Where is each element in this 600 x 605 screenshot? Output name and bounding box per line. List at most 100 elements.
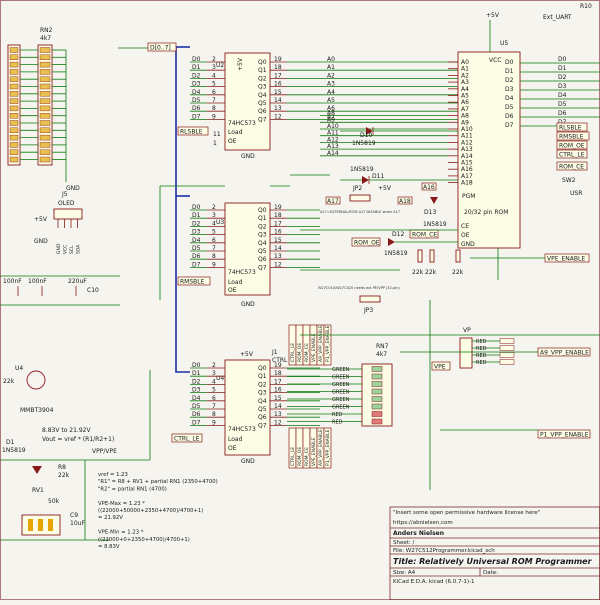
latch-input-label: D5 — [192, 245, 201, 252]
rn2-led — [9, 91, 19, 97]
u3-ctrl-label — [177, 276, 211, 286]
oled-ref: J5 — [61, 191, 68, 198]
u2-ref: U2 — [216, 62, 224, 69]
latch-input-label: D4 — [192, 237, 201, 244]
latch-input-label: D0 — [192, 362, 201, 369]
usr-label: USR — [570, 190, 582, 197]
u4-ctrl-net: CTRL_LE — [174, 436, 200, 443]
latch-pin-num: 9 — [212, 419, 216, 426]
latch-pin-num: 15 — [274, 237, 282, 244]
latch-pin-num: 15 — [274, 395, 282, 402]
rn2-res — [39, 156, 51, 163]
ctrl-vertical-label-bottom: P1_VPP_ENABLE — [325, 430, 331, 466]
rom-ctrl-label: CE — [461, 223, 469, 230]
rom-addr-label: A11 — [461, 133, 473, 140]
latch-pin-num: 8 — [212, 411, 216, 418]
latch-pin-num: 16 — [274, 229, 282, 236]
rn2-res — [39, 47, 51, 53]
led-color-label: GREEN — [332, 390, 350, 396]
rn2-led — [9, 54, 19, 60]
latch-pin-num: 17 — [274, 220, 282, 227]
vp-led-label: RED — [476, 353, 487, 359]
latch-pin-num: 3 — [212, 212, 216, 219]
latch-q-label: Q0 — [258, 365, 267, 372]
reg-rv1-val: 50k — [48, 498, 60, 505]
cap-c2: 100nF — [28, 278, 47, 285]
vp-led-label: RED — [476, 360, 487, 366]
net-a9-vpp-enable: A9_VPP_ENABLE — [540, 350, 589, 357]
latch-pin-num: 5 — [212, 387, 216, 394]
vp-resistor — [499, 352, 515, 358]
latch-pin-num: 4 — [212, 220, 216, 227]
calc-line: ((22000+50000+2350+4700)/4700+1) — [98, 508, 203, 514]
led-symbol — [371, 418, 383, 425]
rom-data-label: D7 — [505, 122, 514, 129]
latch-pin-num: 17 — [274, 72, 282, 79]
oled-pin-label: GND — [56, 243, 62, 254]
rom-addr-label: A7 — [461, 106, 469, 113]
rom-pgm: PGM — [462, 193, 475, 200]
latch-input-label: D7 — [192, 113, 201, 120]
latch-pin-num: 7 — [212, 97, 216, 104]
u2-ctrl-net: RLSBLE — [180, 129, 203, 136]
rom-ref: U5 — [500, 40, 508, 47]
jp2-note: A17=EXTERNAL/ROM A17 DISABLE when A17 — [320, 210, 400, 214]
latch-q-label: Q1 — [258, 215, 267, 222]
rn7-val: 4k7 — [376, 351, 387, 358]
latch-pin-num: 3 — [212, 64, 216, 71]
latch-pin-num: 5 — [212, 81, 216, 88]
reg-rv1: RV1 — [32, 487, 44, 494]
tb-sheet: Sheet: / — [393, 540, 415, 546]
oled-pin-label: SDA — [76, 244, 82, 254]
latch-pin-num: 3 — [212, 370, 216, 377]
latch-pin-num: 19 — [274, 362, 282, 369]
latch-q-label: Q3 — [258, 84, 267, 91]
d11-part: 1N5819 — [350, 166, 374, 173]
address-label: A0 — [327, 56, 335, 63]
net-ctrl-le-right: CTRL_LE — [559, 152, 585, 159]
latch-q-label: Q1 — [258, 373, 267, 380]
rom-data-label: D2 — [505, 77, 514, 84]
latch-pin-num: 14 — [274, 245, 282, 252]
calc-line: = 21.92V — [98, 515, 123, 521]
rom-addr-net: A9 — [327, 116, 335, 123]
latch-pin-num: 12 — [274, 113, 282, 120]
latch-u4: U4 74HC573 Load OE GND +5V CTRL_LE J1 CT… — [171, 349, 320, 465]
latch-input-label: D3 — [192, 229, 201, 236]
oled-vcc-left: +5V — [34, 216, 48, 223]
latch-input-label: D4 — [192, 395, 201, 402]
led-symbol — [371, 396, 383, 402]
address-label: A2 — [327, 72, 335, 79]
rom-addr-label: A1 — [461, 66, 469, 73]
latch-input-label: D4 — [192, 89, 201, 96]
u3-ctrl-net: RMSBLE — [180, 279, 205, 286]
tb-file: File: W27C512Programmer.kicad_sch — [393, 548, 495, 554]
net-rom-oe-right: ROM_OE — [559, 143, 585, 150]
led-color-label: GREEN — [332, 367, 350, 373]
oled-gnd-left: GND — [34, 238, 48, 245]
rom-data-net: D0 — [558, 56, 567, 63]
latch-q-label: Q6 — [258, 414, 267, 421]
d12-ref: D12 — [392, 231, 404, 238]
diode-d13: A16 D13 1N5819 — [421, 182, 447, 228]
jp2-ref: JP2 — [352, 185, 362, 192]
rn2-led — [9, 76, 19, 82]
rom-addr-label: A5 — [461, 93, 469, 100]
r-22k-c: 22k — [452, 269, 464, 276]
ctrl-vertical-labels: CTRL_LECTRL_LEROM_OEROM_OEROM_CEROM_CEVP… — [288, 324, 332, 469]
rom-addr-label: A8 — [461, 113, 469, 120]
rom-data-label: D0 — [505, 59, 514, 66]
latch-pin-num: 7 — [212, 245, 216, 252]
latch-input-label: D2 — [192, 72, 201, 79]
latch-pin-num: 16 — [274, 81, 282, 88]
rom-addr-label: A15 — [461, 160, 473, 167]
u3-part: 74HC573 — [228, 269, 256, 276]
ctrl-vertical-label-bottom: A9_VPP_ENABLE — [318, 429, 324, 466]
latch-pin-num: 14 — [274, 403, 282, 410]
u2-oe-pin: 1 — [213, 140, 217, 147]
vp-resistor — [499, 359, 515, 365]
latch-input-label: D0 — [192, 56, 201, 63]
u3-oe-label: OE — [228, 287, 237, 294]
